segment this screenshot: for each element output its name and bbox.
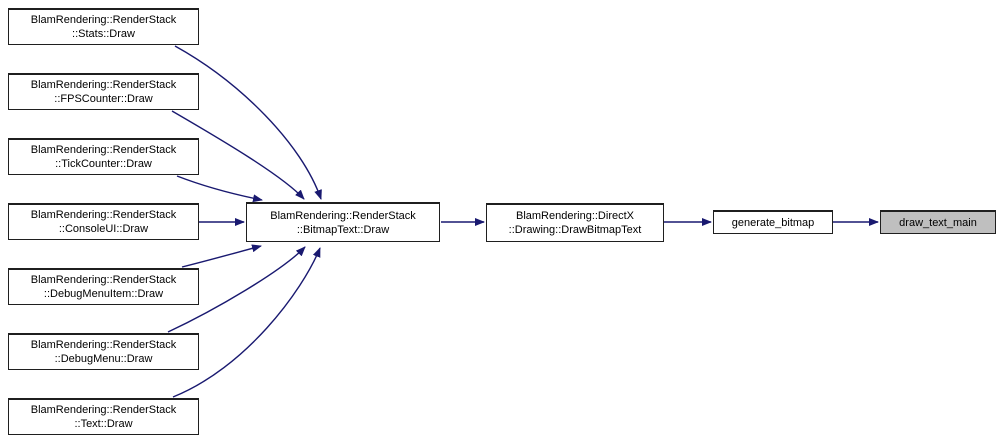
node-tickcounter-draw[interactable]: BlamRendering::RenderStack ::TickCounter…	[8, 138, 199, 175]
edge-tickcounter-to-bitmaptext	[176, 175, 263, 203]
edge-debugmenuitem-to-bitmaptext	[181, 244, 262, 268]
node-stats-draw[interactable]: BlamRendering::RenderStack ::Stats::Draw	[8, 8, 199, 45]
node-draw-text-main: draw_text_main	[880, 210, 996, 234]
node-text-draw[interactable]: BlamRendering::RenderStack ::Text::Draw	[8, 398, 199, 435]
node-debugmenuitem-draw[interactable]: BlamRendering::RenderStack ::DebugMenuIt…	[8, 268, 199, 305]
edge-text-to-bitmaptext	[172, 247, 321, 398]
node-drawbitmaptext[interactable]: BlamRendering::DirectX ::Drawing::DrawBi…	[486, 203, 664, 242]
edge-fpscounter-to-bitmaptext	[171, 110, 305, 200]
node-fpscounter-draw[interactable]: BlamRendering::RenderStack ::FPSCounter:…	[8, 73, 199, 110]
node-debugmenu-draw[interactable]: BlamRendering::RenderStack ::DebugMenu::…	[8, 333, 199, 370]
node-generate-bitmap[interactable]: generate_bitmap	[713, 210, 833, 234]
node-bitmaptext-draw[interactable]: BlamRendering::RenderStack ::BitmapText:…	[246, 202, 440, 242]
edge-debugmenu-to-bitmaptext	[167, 246, 306, 333]
edge-stats-to-bitmaptext	[174, 45, 322, 200]
node-consoleui-draw[interactable]: BlamRendering::RenderStack ::ConsoleUI::…	[8, 203, 199, 240]
